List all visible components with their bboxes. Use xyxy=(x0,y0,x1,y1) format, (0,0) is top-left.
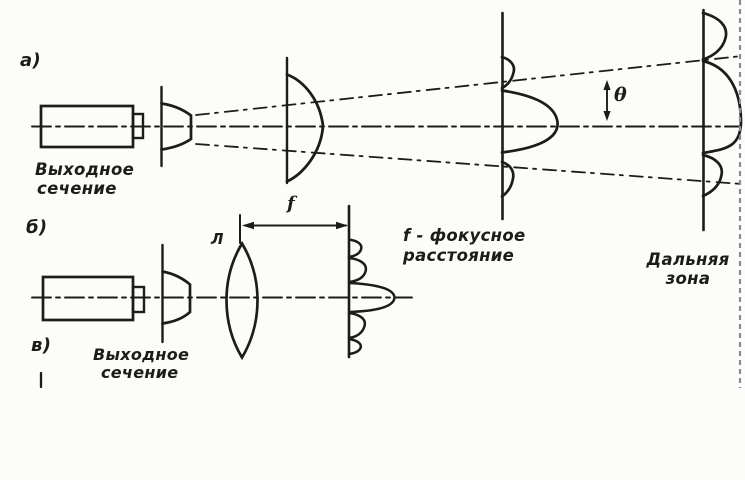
focal-caption: f - фокусное расстояние xyxy=(403,226,525,266)
profile-b-focus-curve xyxy=(347,238,396,356)
output-section-label-a-line2: сечение xyxy=(37,179,117,198)
output-section-label-b: Выходное сечение xyxy=(93,346,189,382)
f-dim-arrow-right xyxy=(336,221,348,230)
profile-a4-curve xyxy=(701,11,743,198)
lens-label: Л xyxy=(211,230,224,248)
theta-arrow-head-down xyxy=(603,111,611,121)
output-section-label-b-line2: сечение xyxy=(101,363,179,382)
f-dim-arrow-left xyxy=(242,221,254,230)
far-zone-label-line1: Дальняя xyxy=(646,250,730,269)
profile-a-near-curve xyxy=(160,102,193,151)
theta-arrow-head-up xyxy=(603,80,611,90)
focal-caption-line1: f - фокусное xyxy=(403,226,526,245)
profile-a3-curve xyxy=(500,55,559,198)
f-dim-label: f xyxy=(287,193,296,214)
laser-a-coupler xyxy=(131,112,145,140)
beam-edge-lower xyxy=(195,143,743,185)
profile-b-near-curve xyxy=(161,270,192,325)
laser-b-coupler xyxy=(131,285,146,314)
focal-caption-line2: расстояние xyxy=(403,246,515,265)
panel-label-a: а) xyxy=(20,50,41,71)
beam-edge-upper xyxy=(195,55,743,116)
theta-label: θ xyxy=(614,84,627,106)
output-section-label-a: Выходное сечение xyxy=(35,160,134,198)
far-zone-label: Дальняя зона xyxy=(640,250,736,288)
output-section-label-a-line1: Выходное xyxy=(35,160,135,179)
panel-label-v: в) xyxy=(31,335,52,356)
far-zone-label-line2: зона xyxy=(665,269,711,288)
profile-a2-curve xyxy=(285,73,325,183)
lens-shape xyxy=(225,240,259,361)
output-section-label-b-line1: Выходное xyxy=(93,345,190,364)
laser-a-body xyxy=(39,104,135,149)
panel-label-b: б) xyxy=(26,217,48,238)
laser-b-body xyxy=(41,275,135,322)
